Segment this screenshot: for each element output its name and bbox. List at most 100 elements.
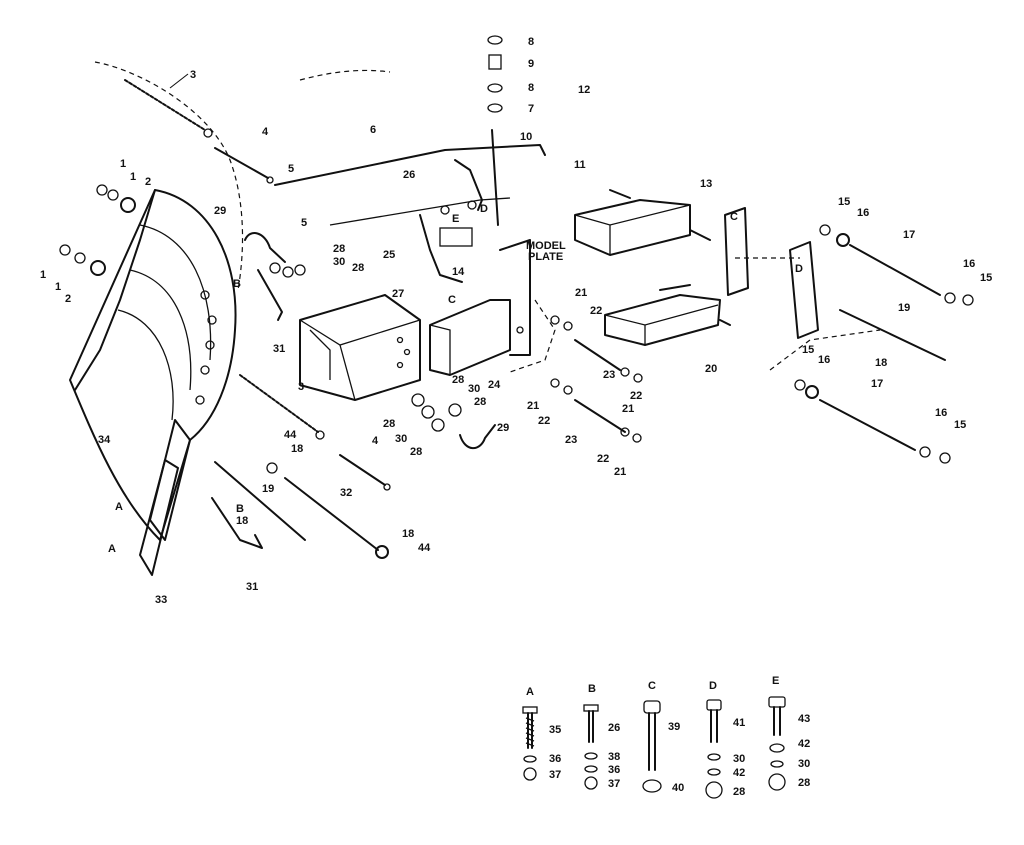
callout-18a: 18 — [875, 357, 887, 369]
callout-19a: 19 — [898, 302, 910, 314]
key-letter-C: C — [648, 680, 656, 692]
callout-15a: 15 — [838, 196, 850, 208]
callout-16a: 16 — [857, 207, 869, 219]
key-B-part-3: 36 — [608, 764, 620, 776]
callout-9: 9 — [528, 58, 534, 70]
callout-3b: 3 — [298, 381, 304, 393]
key-B-part-1: 26 — [608, 722, 620, 734]
callout-16c: 16 — [818, 354, 830, 366]
callout-22b: 22 — [630, 390, 642, 402]
side-plate-c — [724, 207, 749, 296]
key-E-part-4: 28 — [798, 777, 810, 789]
callout-1b: 1 — [130, 171, 136, 183]
callout-D-plate: D — [795, 263, 803, 275]
rod-part-19-lower — [214, 461, 306, 541]
u-bolt-part-29-lower — [459, 424, 496, 450]
callout-8b: 8 — [528, 82, 534, 94]
callout-5: 5 — [288, 163, 294, 175]
key-E-part-2: 42 — [798, 738, 810, 750]
hardware-part-21-22 — [550, 315, 643, 443]
callout-21a: 21 — [575, 287, 587, 299]
key-D-part-2: 30 — [733, 753, 745, 765]
callout-A-lower: A — [108, 543, 116, 555]
callout-B-upper: B — [233, 278, 241, 290]
callout-23a: 23 — [603, 369, 615, 381]
callout-21b: 21 — [622, 403, 634, 415]
callout-28c: 28 — [452, 374, 464, 386]
rod-part-10 — [487, 35, 503, 226]
model-plate-line2: PLATE — [528, 251, 563, 263]
callout-30c: 30 — [395, 433, 407, 445]
key-group-C: C 39 40 — [642, 680, 684, 794]
u-bolt-part-29-upper — [244, 232, 286, 263]
callout-34: 34 — [98, 434, 111, 446]
callout-24: 24 — [488, 379, 501, 391]
spring-part-3-upper — [124, 79, 213, 138]
callout-19b: 19 — [262, 483, 274, 495]
bar-part-31-lower — [211, 497, 263, 549]
tie-rod-part-23-upper — [574, 339, 621, 371]
crossmember-part-20 — [604, 284, 731, 346]
lever-part-25 — [419, 214, 473, 283]
key-D-part-4: 28 — [733, 786, 745, 798]
crossmember-part-13 — [574, 189, 711, 256]
key-group-E: E 43 42 30 28 — [768, 675, 810, 791]
rod-part-32 — [284, 477, 379, 551]
callout-C-plate: C — [730, 211, 738, 223]
key-group-B: B 26 38 36 37 — [583, 683, 620, 790]
bracket-part-26 — [440, 159, 483, 215]
callout-17a: 17 — [903, 229, 915, 241]
cutting-edge-part-33 — [139, 459, 179, 576]
key-D-part-1: 41 — [733, 717, 745, 729]
key-C-part-1: 39 — [668, 721, 680, 733]
callout-6: 6 — [370, 124, 376, 136]
callout-8a: 8 — [528, 36, 534, 48]
callout-44a: 44 — [284, 429, 297, 441]
callout-22d: 22 — [597, 453, 609, 465]
callout-28a: 28 — [333, 243, 345, 255]
spring-part-3-lower — [239, 374, 325, 440]
callout-17b: 17 — [871, 378, 883, 390]
key-C-part-2: 40 — [672, 782, 684, 794]
pin-part-17-lower — [819, 399, 916, 451]
key-group-A: A 35 36 37 — [522, 686, 561, 781]
callout-20: 20 — [705, 363, 717, 375]
callout-32: 32 — [340, 487, 352, 499]
callout-2b: 2 — [65, 293, 71, 305]
pin-part-17-upper — [849, 244, 941, 296]
side-plate-d — [735, 241, 881, 371]
key-letter-E: E — [772, 675, 779, 687]
key-letter-B: B — [588, 683, 596, 695]
callout-27: 27 — [392, 288, 404, 300]
nuts-washers-part-1-2 — [59, 184, 136, 276]
callout-21d: 21 — [614, 466, 626, 478]
key-letter-A: A — [526, 686, 534, 698]
callout-16d: 16 — [935, 407, 947, 419]
callout-13: 13 — [700, 178, 712, 190]
pin-part-18-right — [839, 309, 946, 361]
callout-44b: 44 — [418, 542, 431, 554]
callout-7: 7 — [528, 103, 534, 115]
callout-C-frame: C — [448, 294, 456, 306]
key-D-part-3: 42 — [733, 767, 745, 779]
callout-16b: 16 — [963, 258, 975, 270]
key-E-part-1: 43 — [798, 713, 810, 725]
callout-18c: 18 — [236, 515, 248, 527]
model-plate-line1: MODEL — [526, 240, 566, 252]
callout-33: 33 — [155, 594, 167, 606]
callout-5b: 5 — [301, 217, 307, 229]
callout-B-lower: B — [236, 503, 244, 515]
callout-10: 10 — [520, 131, 532, 143]
callout-21c: 21 — [527, 400, 539, 412]
callout-31a: 31 — [273, 343, 285, 355]
key-letter-D: D — [709, 680, 717, 692]
callout-1d: 1 — [55, 281, 61, 293]
key-A-part-2: 36 — [549, 753, 561, 765]
washer-part-18-lower — [266, 462, 389, 559]
callout-labels: 3 4 5 6 8 9 8 7 12 10 11 26 13 5 29 28 3… — [40, 36, 992, 606]
callout-30a: 30 — [333, 256, 345, 268]
bar-part-31-upper — [257, 269, 283, 321]
callout-15b: 15 — [980, 272, 992, 284]
callout-11: 11 — [574, 159, 586, 171]
